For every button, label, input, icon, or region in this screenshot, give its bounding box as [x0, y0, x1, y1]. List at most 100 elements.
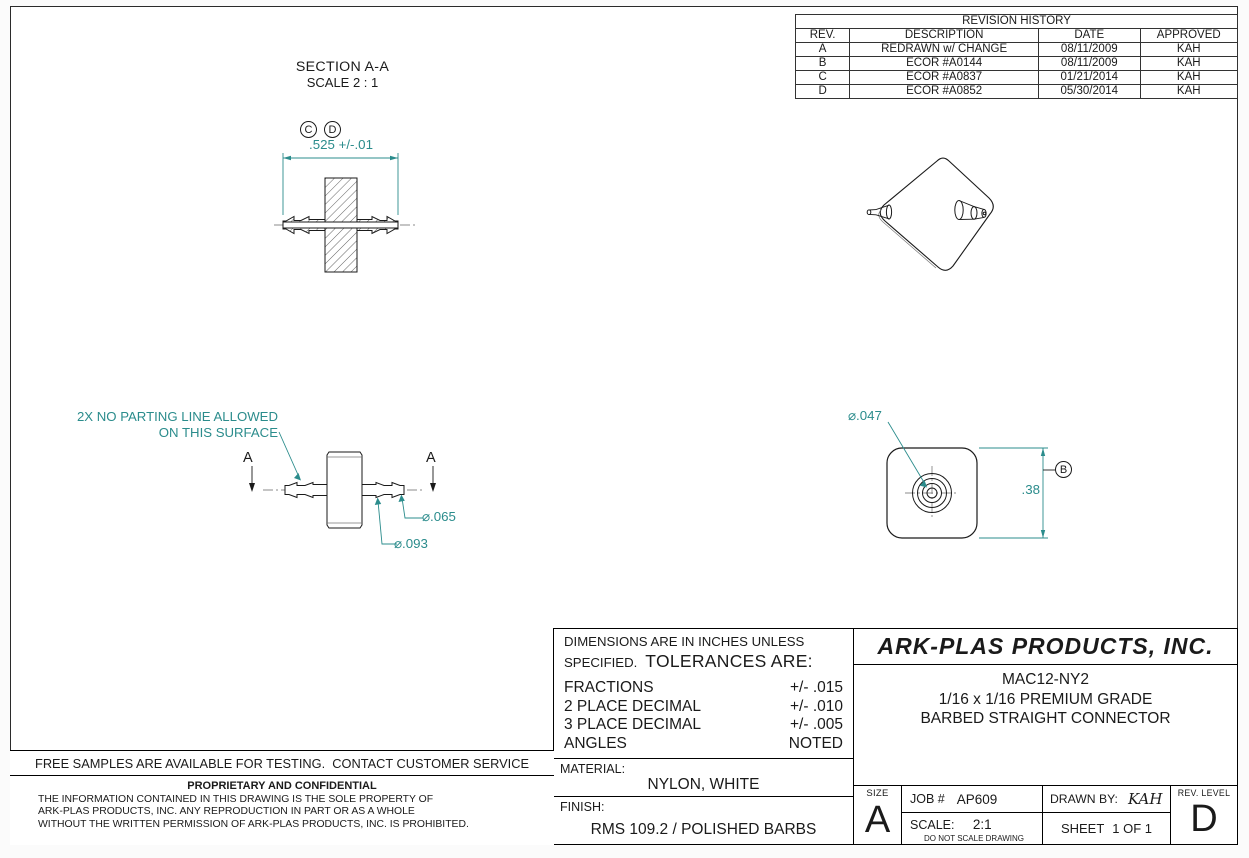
tolerance-row: FRACTIONS +/- .015 — [564, 679, 843, 698]
tolerance-label: 2 PLACE DECIMAL — [564, 697, 701, 715]
scale-block: SCALE: 2:1 DO NOT SCALE DRAWING — [901, 812, 1043, 845]
tolerance-note-line1: DIMENSIONS ARE IN INCHES UNLESS — [564, 634, 805, 649]
approved-col-header: APPROVED — [1139, 28, 1238, 43]
description-cell: ECOR #A0837 — [849, 70, 1040, 85]
size-label: SIZE — [866, 788, 889, 799]
description-cell: ECOR #A0852 — [849, 84, 1040, 99]
date-cell: 01/21/2014 — [1038, 70, 1141, 85]
datum-d-label: D — [328, 123, 337, 136]
revision-history-table: REVISION HISTORY REV. DESCRIPTION DATE A… — [794, 14, 1238, 99]
rev-cell: B — [794, 56, 851, 71]
dim-bore-diameter: ⌀.047 — [848, 408, 882, 423]
date-cell: 08/11/2009 — [1038, 42, 1141, 57]
scale-value: 2:1 — [972, 817, 992, 832]
drawn-by-block: DRAWN BY: KAH — [1042, 785, 1171, 813]
part-info-block: MAC12-NY2 1/16 x 1/16 PREMIUM GRADE BARB… — [853, 664, 1238, 786]
rev-level-value: D — [1190, 798, 1218, 840]
revision-history-title-row: REVISION HISTORY — [795, 14, 1238, 29]
dim-plate-width: .38 — [1021, 482, 1041, 497]
tolerance-label: ANGLES — [564, 734, 627, 752]
material-label: MATERIAL: — [560, 762, 626, 776]
revision-history-header-row: REV. DESCRIPTION DATE APPROVED — [794, 28, 1238, 43]
rev-cell: C — [794, 70, 851, 85]
finish-block: FINISH: RMS 109.2 / POLISHED BARBS — [553, 796, 854, 845]
tolerance-value: +/- .005 — [790, 716, 843, 733]
datum-c-label: C — [304, 123, 313, 136]
job-label: JOB # — [910, 792, 945, 806]
isometric-view-drawing — [866, 157, 994, 271]
parting-line-note: 2X NO PARTING LINE ALLOWED ON THIS SURFA… — [40, 409, 278, 440]
sheet-value: 1 OF 1 — [1112, 821, 1153, 836]
tolerance-value: +/- .015 — [790, 679, 843, 696]
material-value: NYLON, WHITE — [647, 776, 760, 793]
proprietary-block: PROPRIETARY AND CONFIDENTIAL THE INFORMA… — [10, 775, 554, 845]
tolerance-label: FRACTIONS — [564, 679, 654, 696]
description-cell: ECOR #A0144 — [849, 56, 1040, 71]
scale-note: DO NOT SCALE DRAWING — [924, 834, 1025, 843]
job-value: AP609 — [956, 791, 998, 807]
revision-history-title: REVISION HISTORY — [795, 14, 1238, 29]
section-arrow-label-right: A — [426, 450, 436, 466]
revision-row: D ECOR #A0852 05/30/2014 KAH — [794, 84, 1238, 99]
approved-cell: KAH — [1139, 84, 1238, 99]
revision-row: C ECOR #A0837 01/21/2014 KAH — [794, 70, 1238, 85]
sheet-block: SHEET 1 OF 1 — [1042, 812, 1171, 845]
approved-cell: KAH — [1139, 70, 1238, 85]
part-description-line2: BARBED STRAIGHT CONNECTOR — [920, 710, 1171, 727]
job-number-block: JOB # AP609 — [901, 785, 1043, 813]
section-arrow-label-left: A — [243, 450, 253, 466]
scale-label: SCALE: — [910, 818, 955, 832]
material-block: MATERIAL: NYLON, WHITE — [553, 758, 854, 797]
date-cell: 05/30/2014 — [1038, 84, 1141, 99]
date-cell: 08/11/2009 — [1038, 56, 1141, 71]
tolerance-value: NOTED — [788, 734, 843, 752]
tolerance-value: +/- .010 — [790, 697, 843, 715]
rev-level-block: REV. LEVEL D — [1170, 785, 1238, 845]
tolerance-specified: SPECIFIED. — [564, 655, 638, 670]
proprietary-title: PROPRIETARY AND CONFIDENTIAL — [187, 780, 377, 792]
dim-overall-length: .525 +/-.01 — [309, 137, 373, 152]
datum-b-symbol: B — [1055, 461, 1072, 478]
approved-cell: KAH — [1139, 42, 1238, 57]
datum-d-symbol: D — [324, 121, 341, 138]
section-view-title: SECTION A-A — [295, 59, 390, 75]
rev-col-header: REV. — [794, 28, 851, 43]
size-block: SIZE A — [853, 785, 902, 845]
part-description-line1: 1/16 x 1/16 PREMIUM GRADE — [938, 690, 1153, 708]
part-number: MAC12-NY2 — [1002, 671, 1089, 688]
finish-value: RMS 109.2 / POLISHED BARBS — [590, 821, 817, 838]
dim-tip-diameter: ⌀.065 — [422, 509, 456, 524]
sheet-label: SHEET — [1060, 821, 1105, 836]
date-col-header: DATE — [1038, 28, 1141, 43]
rev-cell: D — [794, 84, 851, 99]
proprietary-line2: ARK-PLAS PRODUCTS, INC. ANY REPRODUCTION… — [38, 806, 415, 818]
revision-row: B ECOR #A0144 08/11/2009 KAH — [794, 56, 1238, 71]
size-value: A — [864, 799, 891, 841]
description-cell: REDRAWN w/ CHANGE — [849, 42, 1040, 57]
tolerance-label: 3 PLACE DECIMAL — [564, 716, 701, 733]
revision-row: A REDRAWN w/ CHANGE 08/11/2009 KAH — [794, 42, 1238, 57]
datum-b-label: B — [1059, 463, 1068, 476]
company-name: ARK-PLAS PRODUCTS, INC. — [853, 628, 1238, 665]
proprietary-line3: WITHOUT THE WRITTEN PERMISSION OF ARK-PL… — [38, 818, 469, 830]
section-view-scale: SCALE 2 : 1 — [306, 75, 379, 90]
side-view-drawing — [249, 431, 436, 545]
tolerance-row: 3 PLACE DECIMAL +/- .005 — [564, 716, 843, 735]
dim-barb-diameter: ⌀.093 — [394, 536, 428, 551]
tolerance-heading: TOLERANCES ARE: — [645, 651, 813, 671]
approved-cell: KAH — [1139, 56, 1238, 71]
tolerance-row: ANGLES NOTED — [564, 735, 843, 754]
proprietary-line1: THE INFORMATION CONTAINED IN THIS DRAWIN… — [38, 794, 434, 805]
tolerance-row: 2 PLACE DECIMAL +/- .010 — [564, 698, 843, 717]
drawn-by-label: DRAWN BY: — [1050, 792, 1118, 806]
section-view-drawing — [274, 153, 416, 273]
rev-cell: A — [794, 42, 851, 57]
rev-level-label: REV. LEVEL — [1177, 788, 1231, 798]
description-col-header: DESCRIPTION — [849, 28, 1040, 43]
finish-label: FINISH: — [560, 800, 605, 814]
parting-line-note-line2: ON THIS SURFACE — [158, 424, 278, 440]
free-samples-note: FREE SAMPLES ARE AVAILABLE FOR TESTING. … — [10, 750, 554, 776]
datum-c-symbol: C — [300, 121, 317, 138]
tolerance-block: DIMENSIONS ARE IN INCHES UNLESS SPECIFIE… — [553, 628, 854, 759]
